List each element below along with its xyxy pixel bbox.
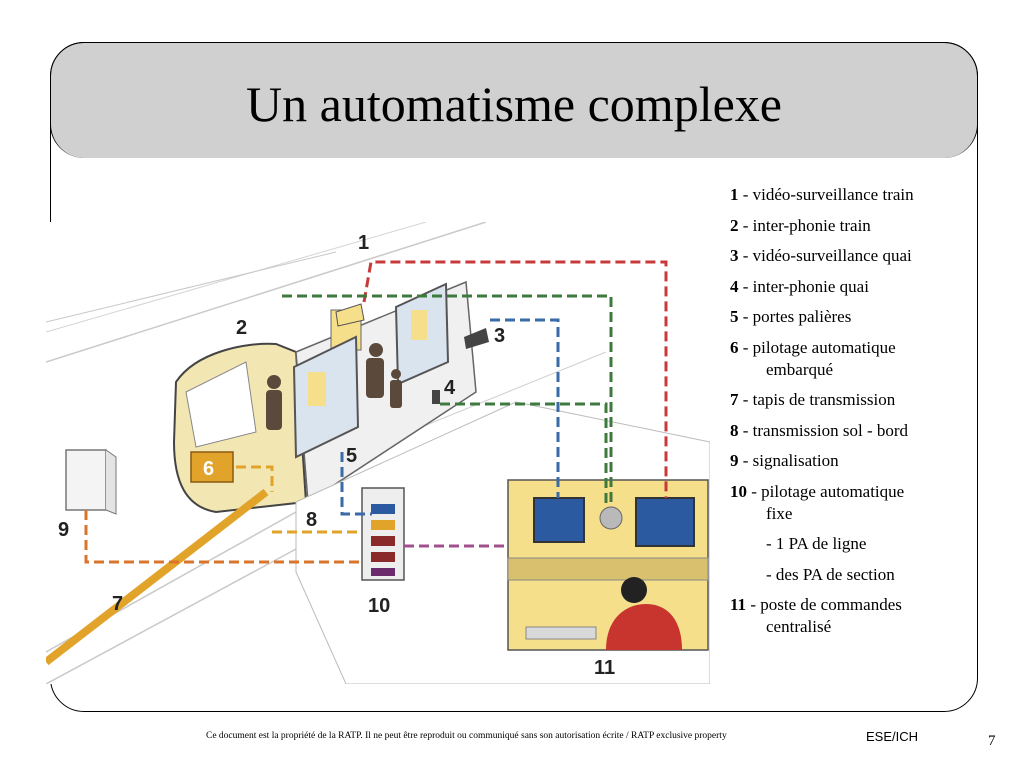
page-number: 7	[988, 733, 996, 749]
footer-disclaimer: Ce document est la propriété de la RATP.…	[206, 731, 727, 741]
legend-item: 8 - transmission sol - bord	[730, 420, 909, 440]
label-3: 3	[494, 325, 505, 347]
legend-item: 6 - pilotage automatique embarqué	[730, 337, 896, 379]
label-9: 9	[58, 519, 69, 541]
label-6: 6	[203, 458, 214, 480]
label-10: 10	[368, 595, 390, 617]
label-8: 8	[306, 509, 317, 531]
legend-item: 4 - inter-phonie quai	[730, 276, 869, 296]
title-bar	[50, 42, 978, 158]
legend-subitem: - 1 PA de ligne	[766, 534, 867, 553]
label-7: 7	[112, 593, 123, 615]
legend-item: 1 - vidéo-surveillance train	[730, 185, 914, 204]
metro-automation-illustration: 1 2 3 4 5 6 7 8 9 10 11	[46, 222, 710, 684]
legend-list: 1 - vidéo-surveillance train 2 - inter-p…	[730, 184, 970, 647]
legend-item: 10 - pilotage automatique fixe - 1 PA de…	[730, 481, 970, 586]
legend-item: 9 - signalisation	[730, 451, 839, 470]
footer-org: ESE/ICH	[866, 729, 919, 744]
legend-item: 5 - portes palières	[730, 307, 852, 326]
slide-title: Un automatisme complexe	[246, 76, 782, 132]
legend-item: 3 - vidéo-surveillance quai	[730, 246, 912, 265]
legend-subitem: - des PA de section	[766, 564, 895, 584]
label-5: 5	[346, 445, 357, 467]
legend-item: 2 - inter-phonie train	[730, 215, 871, 235]
label-4: 4	[444, 377, 456, 399]
legend-item: 7 - tapis de transmission	[730, 390, 896, 409]
label-2: 2	[236, 317, 247, 339]
label-11: 11	[594, 657, 615, 679]
legend-item: 11 - poste de commandes centralisé	[730, 595, 902, 636]
diagram-number-labels: 1 2 3 4 5 6 7 8 9 10 11	[58, 232, 615, 679]
label-1: 1	[358, 232, 369, 254]
control-console	[507, 479, 709, 651]
passengers	[266, 343, 402, 430]
platform-doors	[292, 282, 450, 459]
